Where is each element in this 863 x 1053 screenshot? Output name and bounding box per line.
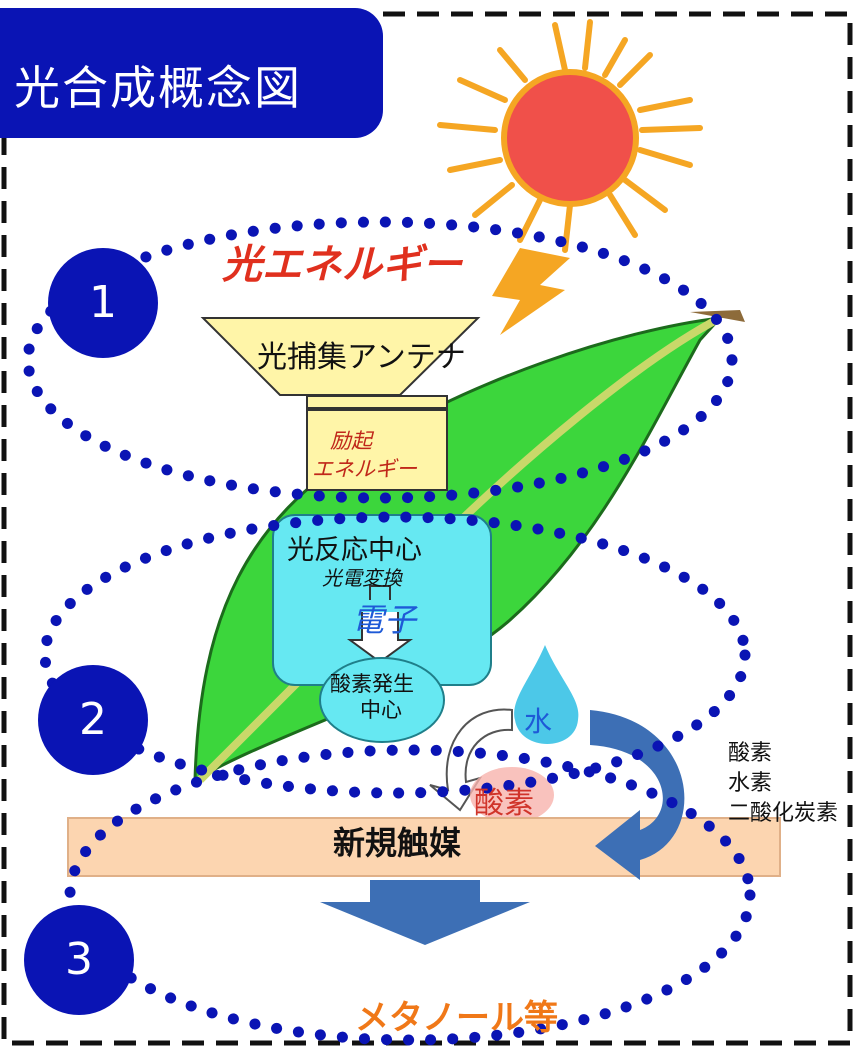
catalyst-label: 新規触媒 (333, 824, 462, 862)
methanol-label: メタノール等 (355, 998, 558, 1038)
sun-rays (437, 19, 703, 253)
page-title: 光合成概念図 (14, 61, 302, 115)
reaction-center-label: 光反応中心 (287, 535, 422, 566)
title-box: 光合成概念図 (0, 8, 383, 138)
oxygen-center-label-1: 酸素発生 (330, 672, 414, 696)
electron-label: 電子 (352, 601, 417, 639)
dotted-loop-3 (64, 744, 756, 1046)
step-2-badge: 2 (38, 665, 148, 775)
oxygen-center (319, 657, 445, 743)
side-list-item: 水素 (728, 771, 773, 796)
dotted-loop-2 (39, 511, 751, 799)
side-list-item: 酸素 (728, 741, 773, 766)
dotted-loops (22, 216, 756, 1046)
excitation-label-2: エネルギー (312, 457, 417, 481)
step-3-badge: 3 (24, 905, 134, 1015)
sun (501, 69, 639, 207)
oxygen-center-label-2: 中心 (360, 698, 402, 722)
water-drop (514, 645, 579, 744)
conversion-arrow (429, 708, 513, 812)
light-energy-label: 光エネルギー (222, 242, 462, 288)
oxygen-label: 酸素 (474, 786, 534, 821)
antenna-label: 光捕集アンテナ (257, 340, 466, 375)
lightning-bolt (492, 248, 570, 335)
water-label: 水 (524, 705, 553, 738)
dashed-frame (1, 11, 853, 1046)
photoelectric-label: 光電変換 (322, 566, 402, 590)
excitation-label-1: 励起 (330, 429, 372, 453)
methanol-arrow (320, 880, 530, 945)
excitation-box (306, 409, 448, 491)
blue-curved-arrow (590, 710, 685, 880)
step-1-badge: 1 (48, 248, 158, 358)
dotted-loop-1 (22, 216, 738, 504)
side-list-item: 二酸化炭素 (728, 801, 839, 826)
